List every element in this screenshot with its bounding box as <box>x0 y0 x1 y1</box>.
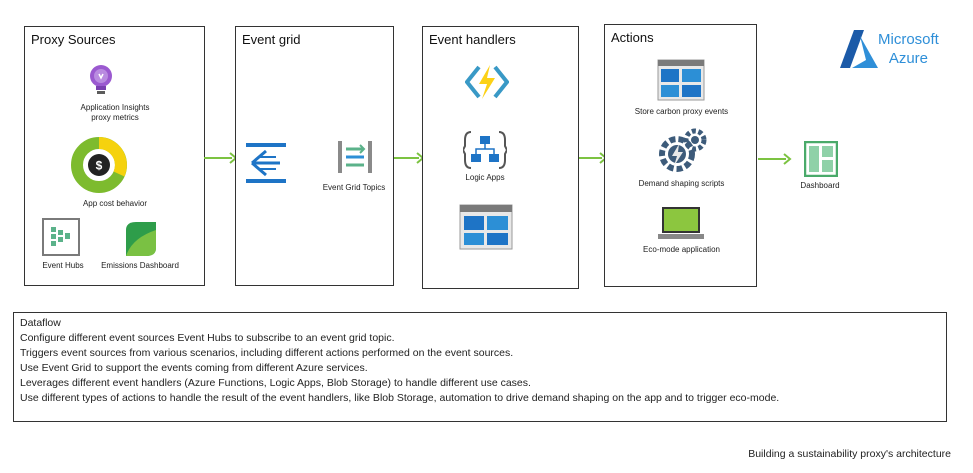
actions-title: Actions <box>611 30 654 45</box>
flow-arrow-2 <box>394 152 424 164</box>
event-grid-icon <box>246 143 286 183</box>
dataflow-line: Use different types of actions to handle… <box>20 392 780 404</box>
dashboard-label: Dashboard <box>800 181 840 190</box>
azure-functions-icon <box>465 65 509 99</box>
flow-arrow-3 <box>579 152 607 164</box>
azure-logo-icon <box>840 30 878 68</box>
dataflow-heading: Dataflow <box>20 317 61 329</box>
logo-line-1: Microsoft <box>878 31 939 48</box>
event-grid-topics-icon <box>338 141 372 173</box>
proxy-sources-panel: Proxy Sources Application Insights proxy… <box>24 26 205 286</box>
dataflow-box: Dataflow Configure different event sourc… <box>13 312 947 422</box>
logo-line-2: Azure <box>888 50 929 67</box>
proxy-sources-title: Proxy Sources <box>31 32 116 47</box>
event-handlers-title: Event handlers <box>429 32 516 47</box>
store-storage-icon <box>657 59 705 101</box>
figure-caption: Building a sustainability proxy's archit… <box>748 448 951 460</box>
blob-storage-icon <box>459 204 513 250</box>
event-hubs-icon <box>42 218 80 256</box>
app-insights-label: Application Insights proxy metrics <box>80 103 150 122</box>
cost-donut-icon: $ <box>71 137 127 193</box>
event-handlers-panel: Event handlers Logic Apps <box>422 26 579 289</box>
event-grid-topics-label: Event Grid Topics <box>322 183 386 192</box>
flow-arrow-4 <box>758 153 792 165</box>
emissions-dashboard-icon <box>126 222 156 256</box>
dataflow-line: Use Event Grid to support the events com… <box>20 362 368 374</box>
flow-arrow-1 <box>204 152 238 164</box>
logic-apps-label: Logic Apps <box>465 173 505 182</box>
demand-shaping-label: Demand shaping scripts <box>638 179 725 188</box>
emissions-dashboard-label: Emissions Dashboard <box>101 261 179 270</box>
event-grid-title: Event grid <box>242 32 301 47</box>
event-grid-panel: Event grid Event Grid Topics <box>235 26 394 286</box>
app-cost-label: App cost behavior <box>82 199 148 208</box>
azure-logo-text: Microsoft Azure <box>878 30 939 68</box>
automation-gear-icon <box>659 128 707 172</box>
dataflow-line: Leverages different event handlers (Azur… <box>20 377 531 389</box>
svg-text:$: $ <box>96 159 103 173</box>
dashboard-icon <box>804 141 838 177</box>
lightbulb-icon <box>90 65 112 94</box>
dataflow-line: Triggers event sources from various scen… <box>20 347 514 359</box>
laptop-icon <box>658 207 704 239</box>
actions-panel: Actions Store carbon proxy events Demand… <box>604 24 757 287</box>
logic-apps-icon <box>463 131 507 169</box>
event-hubs-label: Event Hubs <box>42 261 84 270</box>
store-carbon-label: Store carbon proxy events <box>634 107 729 116</box>
dataflow-line: Configure different event sources Event … <box>20 332 395 344</box>
eco-mode-label: Eco-mode application <box>643 245 720 254</box>
